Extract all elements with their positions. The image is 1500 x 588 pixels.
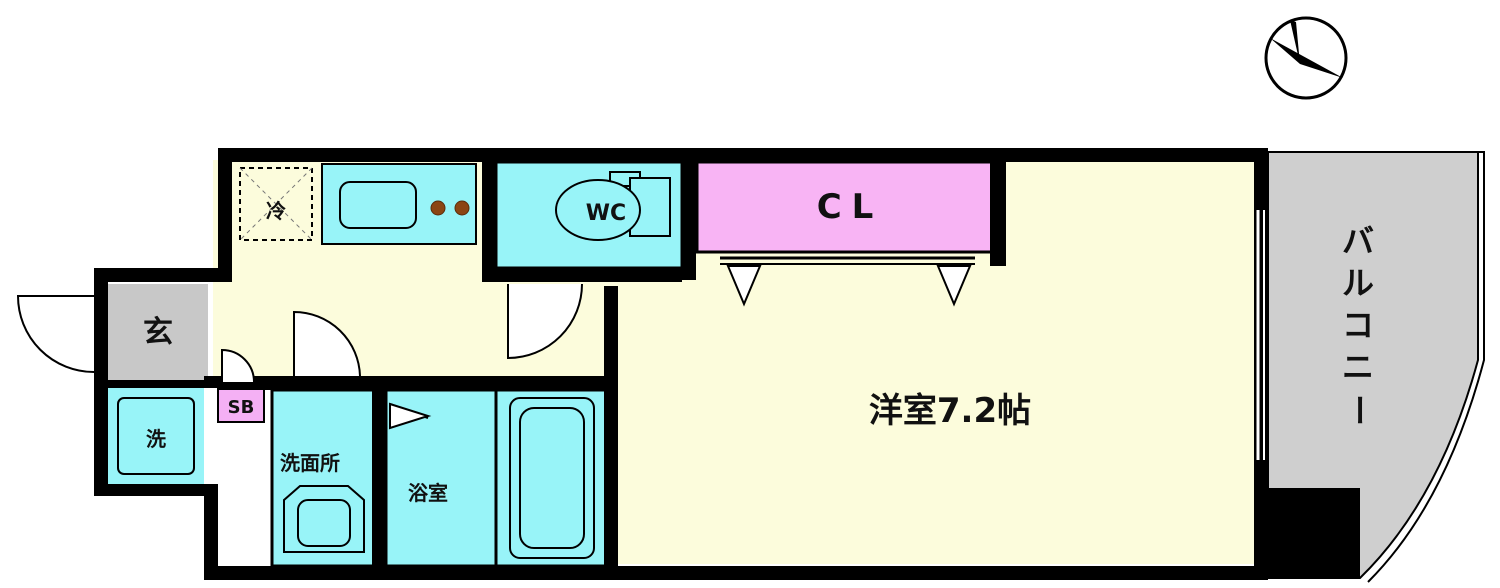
balcony-label-char: ニ — [1342, 348, 1374, 386]
walls — [94, 148, 1360, 580]
balcony-label-char: ル — [1342, 264, 1374, 302]
north-arrow-icon — [1264, 16, 1348, 100]
shoe-box — [217, 387, 265, 423]
balcony-label-char: バ — [1342, 222, 1374, 260]
western-room-label: 洋室7.2帖 — [869, 391, 1031, 431]
entrance-door-icon — [16, 295, 95, 373]
balcony-area — [1267, 151, 1479, 579]
bath-label: 浴室 — [408, 481, 448, 505]
balcony-label: バ ル コ ニ ー — [1340, 222, 1378, 426]
balcony-label-char: コ — [1342, 306, 1374, 344]
stove-burner-icon — [430, 200, 446, 216]
washer-label: 洗 — [146, 427, 166, 451]
closet-area — [695, 160, 994, 254]
entrance-area — [108, 284, 208, 380]
washroom-label: 洗面所 — [280, 451, 340, 475]
stove-burner-icon — [454, 200, 470, 216]
entrance-label: 玄 — [143, 315, 173, 350]
toilet-door-icon — [507, 283, 583, 360]
washroom-door-icon — [293, 310, 361, 377]
shoe-box-label: SB — [228, 397, 255, 418]
toilet-label: WC — [586, 201, 626, 226]
fridge-label: 冷 — [266, 199, 286, 223]
toilet-bowl-icon — [555, 179, 641, 241]
washer-icon — [117, 397, 195, 475]
sink-icon — [339, 181, 417, 229]
closet-label: CL — [817, 187, 884, 227]
shoe-box-door-icon — [221, 348, 255, 383]
balcony-label-char: ー — [1340, 394, 1378, 426]
